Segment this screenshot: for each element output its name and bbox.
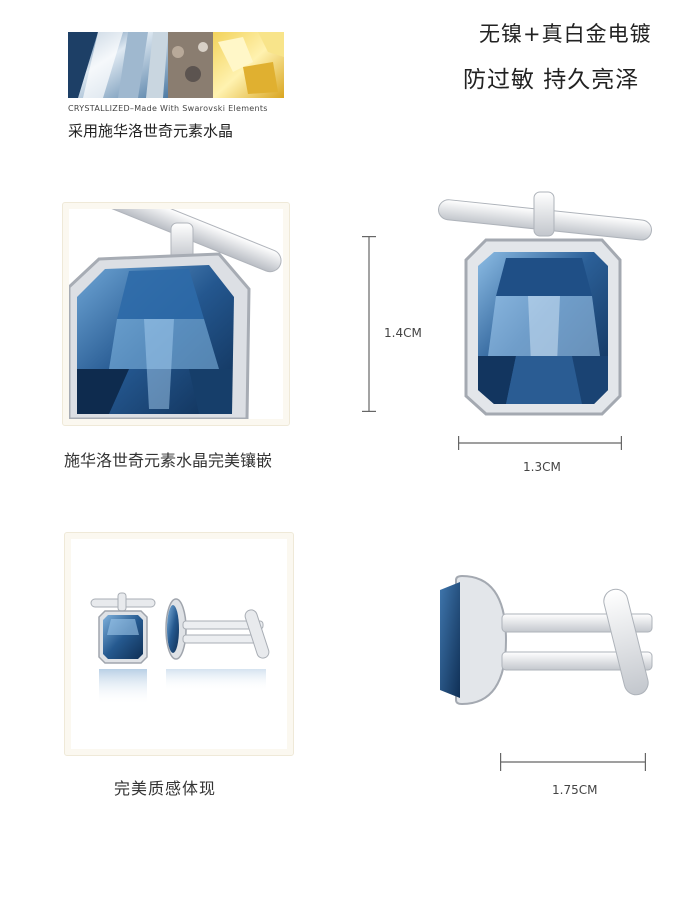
pair-photo-frame [64, 532, 294, 756]
crystal-banner-image [68, 32, 284, 98]
feature-plating: 无镍+真白金电镀 [479, 22, 652, 46]
closeup-photo-frame [62, 202, 290, 426]
cufflink-side-image [432, 572, 662, 708]
closeup-caption: 施华洛世奇元素水晶完美镶嵌 [64, 451, 273, 470]
cufflink-front-image [436, 186, 660, 416]
height-dimension-line [362, 236, 376, 412]
brand-subtitle: 采用施华洛世奇元素水晶 [68, 122, 234, 140]
pair-caption: 完美质感体现 [114, 779, 217, 798]
depth-label: 1.75CM [552, 783, 598, 797]
height-label: 1.4CM [384, 326, 422, 340]
depth-dimension-line [500, 753, 646, 771]
closeup-photo [69, 209, 283, 419]
brand-tagline: CRYSTALLIZED–Made With Swarovski Element… [68, 104, 268, 113]
pair-photo [71, 539, 287, 749]
feature-hypoallergenic: 防过敏 持久亮泽 [463, 67, 640, 93]
width-dimension-line [458, 436, 622, 450]
width-label: 1.3CM [523, 460, 561, 474]
